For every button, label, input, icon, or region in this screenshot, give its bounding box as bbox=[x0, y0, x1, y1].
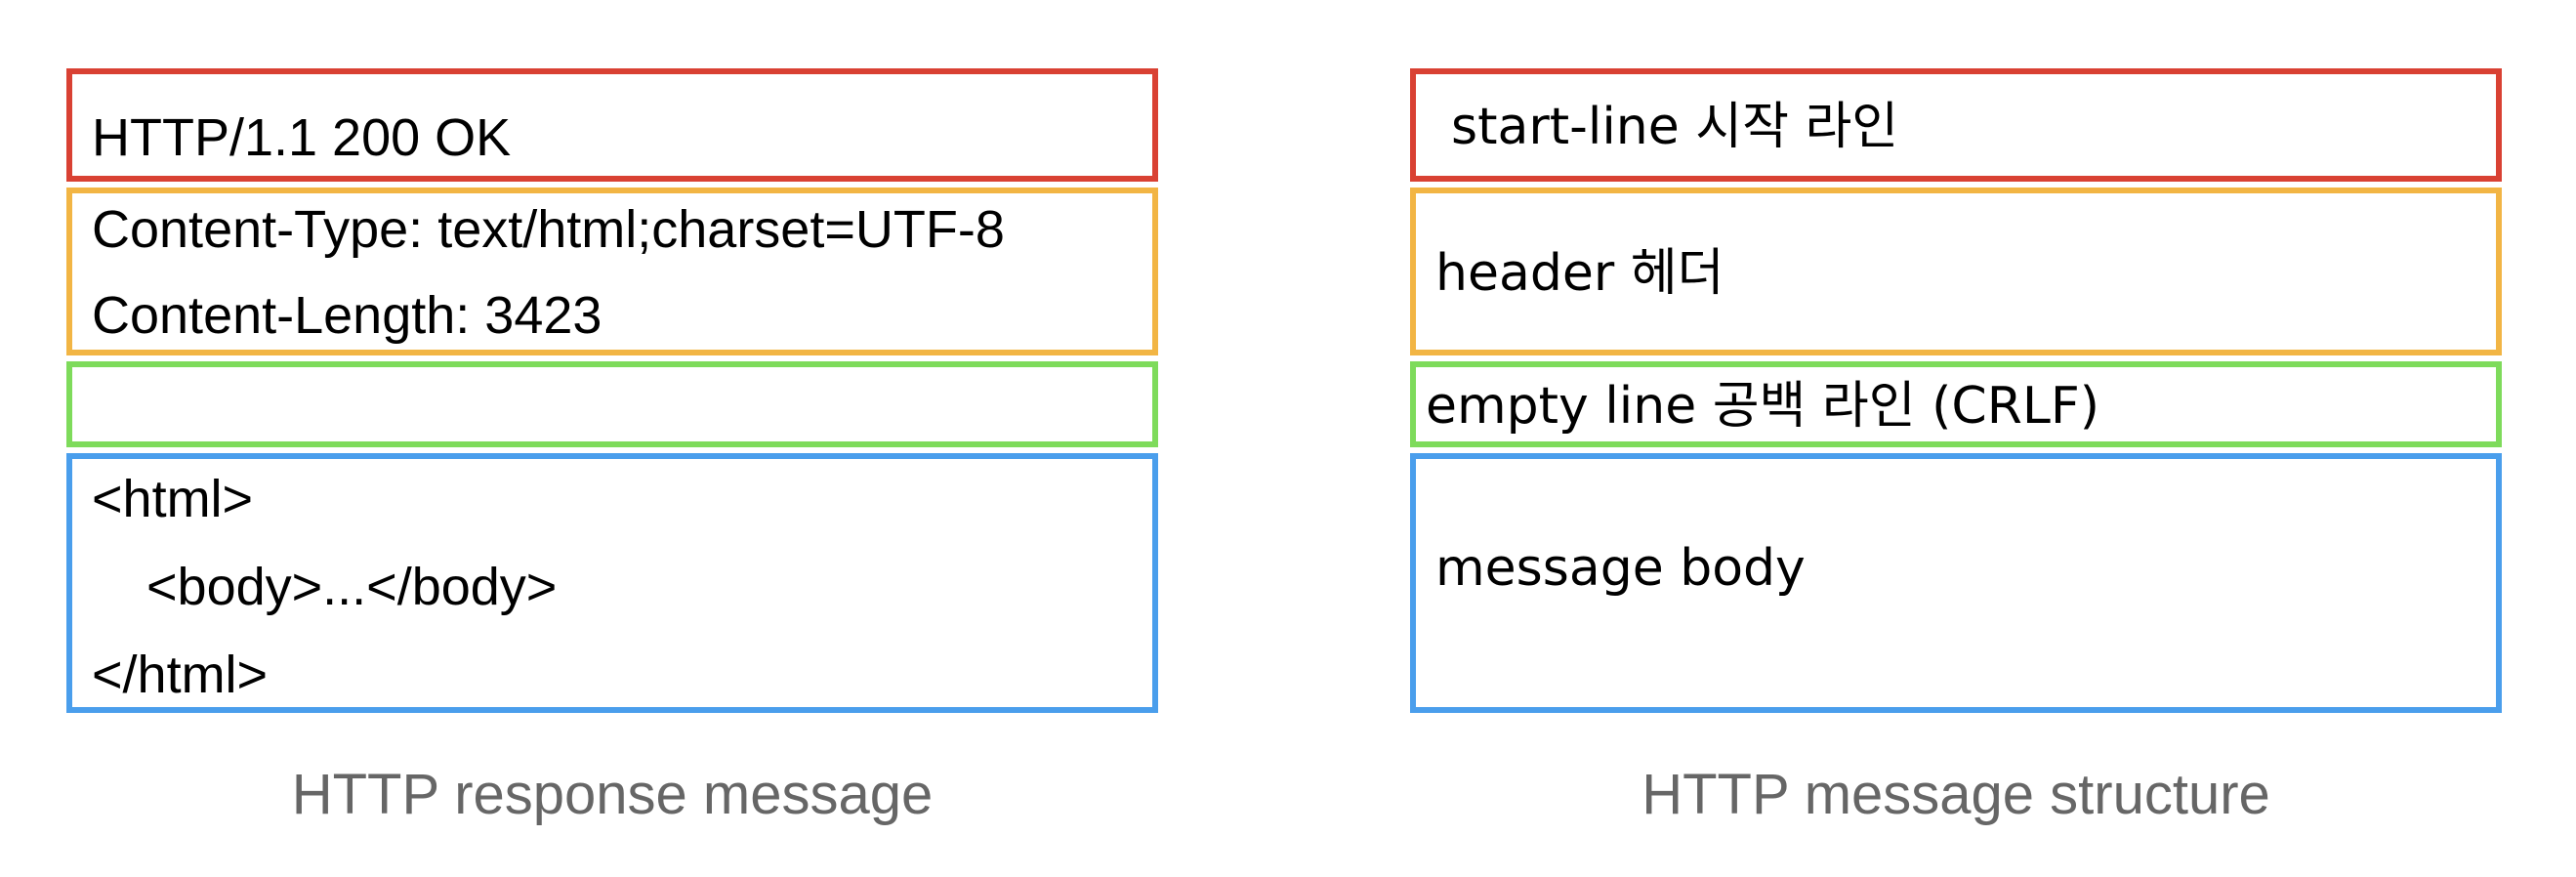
response-start-line-box: HTTP/1.1 200 OK bbox=[66, 68, 1158, 182]
header-label: header 헤더 bbox=[1435, 244, 1724, 303]
right-caption: HTTP message structure bbox=[1641, 763, 2270, 826]
structure-header-box: header 헤더 bbox=[1410, 188, 2502, 355]
content-type-header-text: Content-Type: text/html;charset=UTF-8 bbox=[92, 200, 1005, 259]
html-open-tag-text: <html> bbox=[92, 470, 254, 528]
content-length-header-text: Content-Length: 3423 bbox=[92, 286, 602, 345]
structure-start-line-box: start-line 시작 라인 bbox=[1410, 68, 2502, 182]
response-body-box: <html> <body>...</body> </html> bbox=[66, 453, 1158, 713]
message-body-label: message body bbox=[1435, 539, 1806, 598]
html-close-tag-text: </html> bbox=[92, 646, 269, 704]
response-empty-line-box bbox=[66, 361, 1158, 447]
start-line-label: start-line 시작 라인 bbox=[1451, 98, 1899, 156]
empty-line-label: empty line 공백 라인 (CRLF) bbox=[1426, 377, 2100, 436]
response-header-box: Content-Type: text/html;charset=UTF-8 Co… bbox=[66, 188, 1158, 355]
structure-body-box: message body bbox=[1410, 453, 2502, 713]
status-line-text: HTTP/1.1 200 OK bbox=[92, 108, 512, 167]
structure-empty-line-box: empty line 공백 라인 (CRLF) bbox=[1410, 361, 2502, 447]
left-caption: HTTP response message bbox=[291, 763, 934, 826]
body-tag-text: <body>...</body> bbox=[146, 558, 558, 616]
